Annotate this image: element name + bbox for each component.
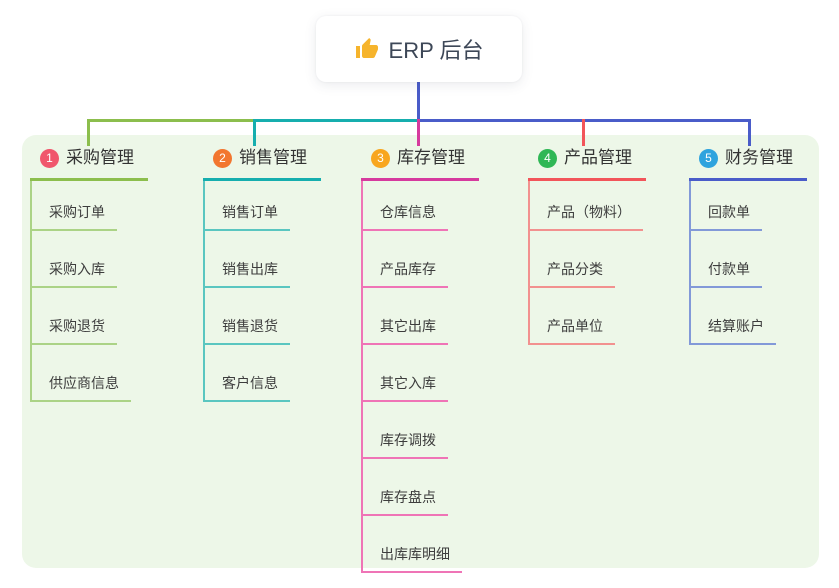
branch-label: 采购管理 — [66, 148, 134, 167]
child-node: 出库库明细 — [361, 516, 479, 573]
branch-column: 3 库存管理 仓库信息产品库存其它出库其它入库库存调拨库存盘点出库库明细 — [361, 146, 479, 573]
connector-branch-drop — [417, 119, 420, 146]
branch-header[interactable]: 5 财务管理 — [689, 146, 807, 181]
connector-branch-drop — [253, 119, 256, 146]
child-label[interactable]: 结算账户 — [691, 317, 776, 345]
child-node: 采购入库 — [30, 231, 148, 288]
child-node: 产品（物料） — [528, 181, 646, 231]
child-label[interactable]: 销售退货 — [205, 317, 290, 345]
child-node: 供应商信息 — [30, 345, 148, 402]
child-node: 销售退货 — [203, 288, 321, 345]
branch-column: 4 产品管理 产品（物料） 产品分类产品单位 — [528, 146, 646, 345]
child-node: 付款单 — [689, 231, 807, 288]
branch-label: 销售管理 — [239, 148, 307, 167]
child-label[interactable]: 客户信息 — [205, 374, 290, 402]
child-label[interactable]: 库存调拨 — [363, 431, 448, 459]
thumbs-up-icon — [355, 37, 379, 61]
child-label[interactable]: 库存盘点 — [363, 488, 448, 516]
branch-column: 1 采购管理 采购订单采购入库采购退货供应商信息 — [30, 146, 148, 402]
root-node[interactable]: ERP 后台 — [316, 16, 522, 82]
child-node: 其它入库 — [361, 345, 479, 402]
child-label[interactable]: 其它入库 — [363, 374, 448, 402]
child-node: 产品分类 — [528, 231, 646, 288]
child-label[interactable]: 产品库存 — [363, 260, 448, 288]
branch-column: 2 销售管理 销售订单销售出库销售退货客户信息 — [203, 146, 321, 402]
child-label[interactable]: 产品分类 — [530, 260, 615, 288]
branch-label: 库存管理 — [397, 148, 465, 167]
child-node: 销售订单 — [203, 181, 321, 231]
child-label[interactable]: 其它出库 — [363, 317, 448, 345]
child-node: 采购订单 — [30, 181, 148, 231]
branch-children: 采购订单采购入库采购退货供应商信息 — [30, 181, 148, 402]
connector-bus-segment — [87, 119, 256, 122]
child-node: 其它出库 — [361, 288, 479, 345]
child-label[interactable]: 回款单 — [691, 203, 762, 231]
branch-children: 产品（物料） 产品分类产品单位 — [528, 181, 646, 345]
child-label[interactable]: 采购入库 — [32, 260, 117, 288]
branch-header[interactable]: 4 产品管理 — [528, 146, 646, 181]
branch-children: 回款单付款单结算账户 — [689, 181, 807, 345]
branch-column: 5 财务管理 回款单付款单结算账户 — [689, 146, 807, 345]
child-label[interactable]: 销售出库 — [205, 260, 290, 288]
child-label[interactable]: 出库库明细 — [363, 545, 462, 573]
child-label[interactable]: 采购退货 — [32, 317, 117, 345]
branch-badge: 3 — [371, 148, 390, 168]
child-node: 结算账户 — [689, 288, 807, 345]
branch-badge: 5 — [699, 148, 718, 168]
child-node: 仓库信息 — [361, 181, 479, 231]
connector-bus-segment — [253, 119, 420, 122]
branch-children: 仓库信息产品库存其它出库其它入库库存调拨库存盘点出库库明细 — [361, 181, 479, 573]
branch-header[interactable]: 2 销售管理 — [203, 146, 321, 181]
child-node: 销售出库 — [203, 231, 321, 288]
child-label[interactable]: 产品（物料） — [530, 203, 643, 231]
child-node: 库存盘点 — [361, 459, 479, 516]
child-node: 客户信息 — [203, 345, 321, 402]
root-title: ERP 后台 — [388, 38, 484, 63]
child-node: 产品库存 — [361, 231, 479, 288]
branch-badge: 1 — [40, 148, 59, 168]
child-label[interactable]: 付款单 — [691, 260, 762, 288]
branch-badge: 4 — [538, 148, 557, 168]
child-label[interactable]: 供应商信息 — [32, 374, 131, 402]
connector-branch-drop — [748, 119, 751, 146]
child-node: 产品单位 — [528, 288, 646, 345]
child-label[interactable]: 销售订单 — [205, 203, 290, 231]
connector-branch-drop — [87, 119, 90, 146]
branch-label: 产品管理 — [564, 148, 632, 167]
connector-root-stem — [417, 82, 420, 122]
connector-branch-drop — [582, 119, 585, 146]
child-node: 库存调拨 — [361, 402, 479, 459]
child-node: 采购退货 — [30, 288, 148, 345]
child-label[interactable]: 仓库信息 — [363, 203, 448, 231]
child-label[interactable]: 产品单位 — [530, 317, 615, 345]
branch-children: 销售订单销售出库销售退货客户信息 — [203, 181, 321, 402]
child-label[interactable]: 采购订单 — [32, 203, 117, 231]
branch-label: 财务管理 — [725, 148, 793, 167]
branch-header[interactable]: 3 库存管理 — [361, 146, 479, 181]
child-node: 回款单 — [689, 181, 807, 231]
branch-badge: 2 — [213, 148, 232, 168]
branch-header[interactable]: 1 采购管理 — [30, 146, 148, 181]
mindmap-panel — [22, 135, 819, 568]
